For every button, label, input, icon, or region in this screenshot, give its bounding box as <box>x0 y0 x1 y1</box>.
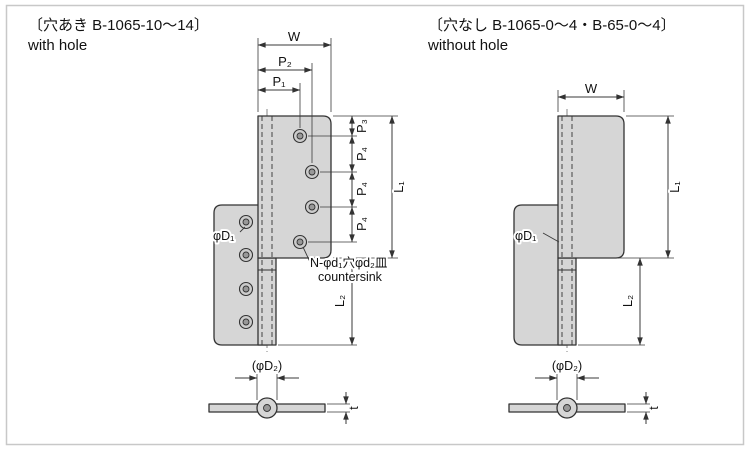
dim-p3-label: P₃ <box>354 119 369 133</box>
pin-barrel <box>257 257 277 346</box>
page-border <box>5 4 745 446</box>
right-title-japanese: 〔穴なし B-1065-0〜4・B-65-0〜4〕 <box>428 17 676 34</box>
countersink-hole <box>304 199 320 215</box>
upper-leaf <box>557 115 625 259</box>
dim-p4-label: P₄ <box>354 182 369 196</box>
upper-leaf <box>257 115 332 259</box>
phi-d2-label: (φD₂) <box>552 359 582 373</box>
leader-line <box>542 232 560 243</box>
countersink-note-line2: countersink <box>318 270 383 284</box>
countersink-hole <box>304 164 320 180</box>
pin-circle <box>563 404 571 412</box>
countersink-hole <box>292 234 308 250</box>
left-drawing: 〔穴あき B-1065-10〜14〕 with hole W P₂ P₁ <box>27 17 408 424</box>
lower-leaf <box>213 204 267 346</box>
countersink-hole <box>238 314 254 330</box>
countersink-hole <box>238 281 254 297</box>
dim-p1-label: P₁ <box>272 74 286 89</box>
dim-t-label: t <box>647 406 661 410</box>
dim-l1-label: L₁ <box>391 181 406 193</box>
dim-t-label: t <box>347 406 361 410</box>
countersink-hole <box>292 128 308 144</box>
dim-p4-label: P₄ <box>354 217 369 231</box>
dim-w-label: W <box>288 29 301 44</box>
phi-d2-label: (φD₂) <box>252 359 282 373</box>
countersink-hole <box>238 247 254 263</box>
left-title-japanese: 〔穴あき B-1065-10〜14〕 <box>28 17 209 34</box>
dim-l2-label: L₂ <box>620 295 635 307</box>
phi-d1-label: φD₁ <box>515 229 536 243</box>
pin-barrel <box>557 257 577 346</box>
dim-l2-label: L₂ <box>332 295 347 307</box>
dim-w-label: W <box>585 81 598 96</box>
countersink-hole <box>238 214 254 230</box>
pin-circle <box>263 404 271 412</box>
phi-d1-label: φD₁ <box>213 229 234 243</box>
countersink-note-line1: N-φd₁穴φd₂皿 <box>310 255 388 270</box>
dim-p2-label: P₂ <box>278 54 292 69</box>
dim-p4-label: P₄ <box>354 147 369 161</box>
dim-l1-label: L₁ <box>667 181 682 193</box>
leader-line <box>239 226 246 233</box>
lower-leaf <box>513 204 567 346</box>
leader-line <box>302 246 311 263</box>
right-title-english: without hole <box>427 37 508 54</box>
right-drawing: 〔穴なし B-1065-0〜4・B-65-0〜4〕 without hole W… <box>427 17 684 424</box>
left-title-english: with hole <box>27 37 87 54</box>
